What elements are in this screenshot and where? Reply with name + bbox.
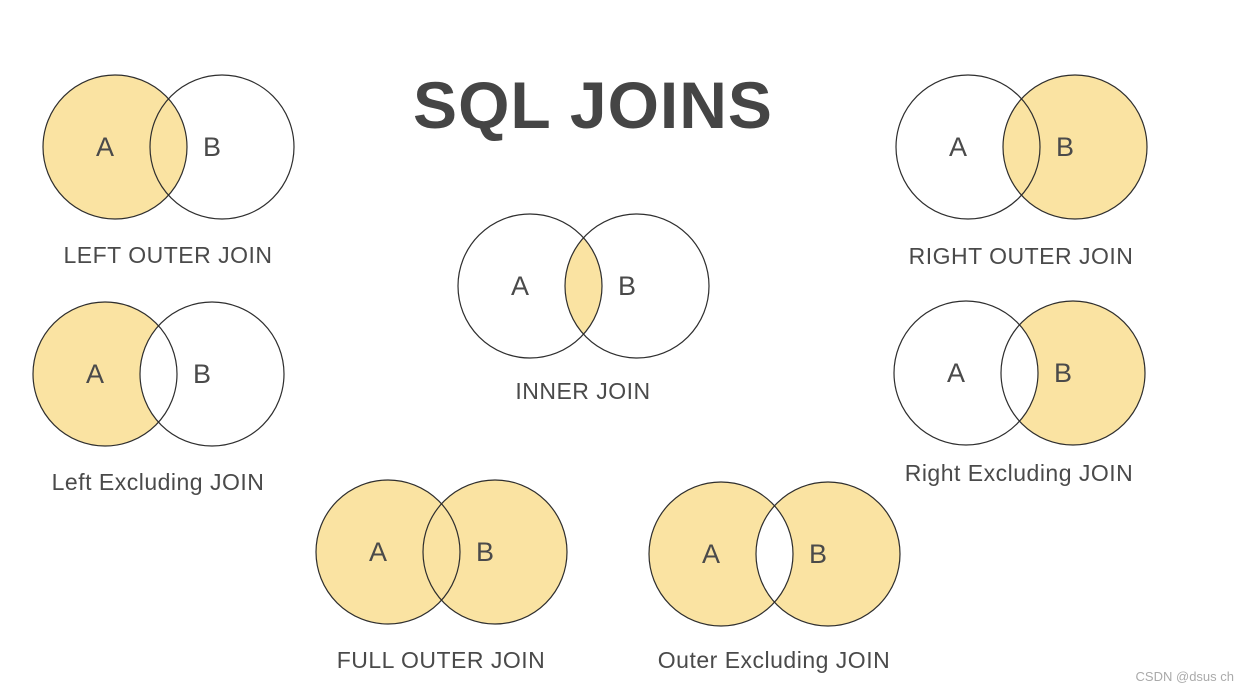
circle-b-label: B [809,539,827,569]
circle-b [423,480,567,624]
circle-a-label: A [86,359,104,389]
venn-full-outer-join: A B FULL OUTER JOIN [309,473,573,673]
circle-b-label: B [618,271,636,301]
caption-outer-excluding-join: Outer Excluding JOIN [657,647,891,673]
circle-b-label: B [476,537,494,567]
venn-diagram-svg: A B [648,481,901,627]
venn-diagram-svg: A B [893,300,1146,446]
intersection-region [140,302,177,446]
venn-right-outer-join: A B RIGHT OUTER JOIN [889,68,1153,269]
circle-b [756,482,900,626]
circle-a [43,75,187,219]
venn-inner-join: A B INNER JOIN [451,207,715,404]
circle-a-label: A [949,132,967,162]
page-title: SQL JOINS [413,68,773,142]
circle-a-outline [893,300,1039,446]
intersection-region [565,214,602,358]
circle-b [1001,301,1145,445]
circle-a-label: A [369,537,387,567]
venn-left-excluding-join: A B Left Excluding JOIN [26,295,290,495]
circle-b [1003,75,1147,219]
venn-outer-excluding-join: A B Outer Excluding JOIN [642,475,906,673]
caption-full-outer-join: FULL OUTER JOIN [336,647,546,673]
circle-b-outline [422,479,568,625]
circle-a-outline [32,301,178,447]
caption-inner-join: INNER JOIN [515,378,651,404]
circle-a-label: A [511,271,529,301]
circle-b-outline [1002,74,1148,220]
venn-diagram-svg: A B [32,301,285,447]
circle-a-outline [895,74,1041,220]
circle-a [33,302,177,446]
circle-b-outline [139,301,285,447]
circle-a-outline [648,481,794,627]
venn-left-outer-join: A B LEFT OUTER JOIN [36,68,300,268]
circle-a [649,482,793,626]
caption-right-outer-join: RIGHT OUTER JOIN [908,243,1134,269]
circle-a [316,480,460,624]
circle-a-label: A [702,539,720,569]
circle-b-label: B [193,359,211,389]
caption-right-excluding-join: Right Excluding JOIN [904,460,1134,486]
venn-diagram-svg: A B [315,479,568,625]
circle-b-outline [1000,300,1146,446]
caption-left-outer-join: LEFT OUTER JOIN [63,242,273,268]
circle-b-label: B [1054,358,1072,388]
circle-b-outline [755,481,901,627]
circle-a-outline [315,479,461,625]
circle-a-outline [42,74,188,220]
venn-diagram-svg: A B [42,74,295,220]
venn-right-excluding-join: A B Right Excluding JOIN [887,294,1151,486]
circle-b-outline [149,74,295,220]
watermark: CSDN @dsus ch [1135,669,1234,684]
circle-b-outline [564,213,710,359]
venn-diagram-svg: A B [895,74,1148,220]
circle-b-label: B [1056,132,1074,162]
venn-diagram-svg: A B [457,213,710,359]
circle-a-outline [457,213,603,359]
circle-b-label: B [203,132,221,162]
circle-a-label: A [96,132,114,162]
circle-a-label: A [947,358,965,388]
caption-left-excluding-join: Left Excluding JOIN [51,469,265,495]
